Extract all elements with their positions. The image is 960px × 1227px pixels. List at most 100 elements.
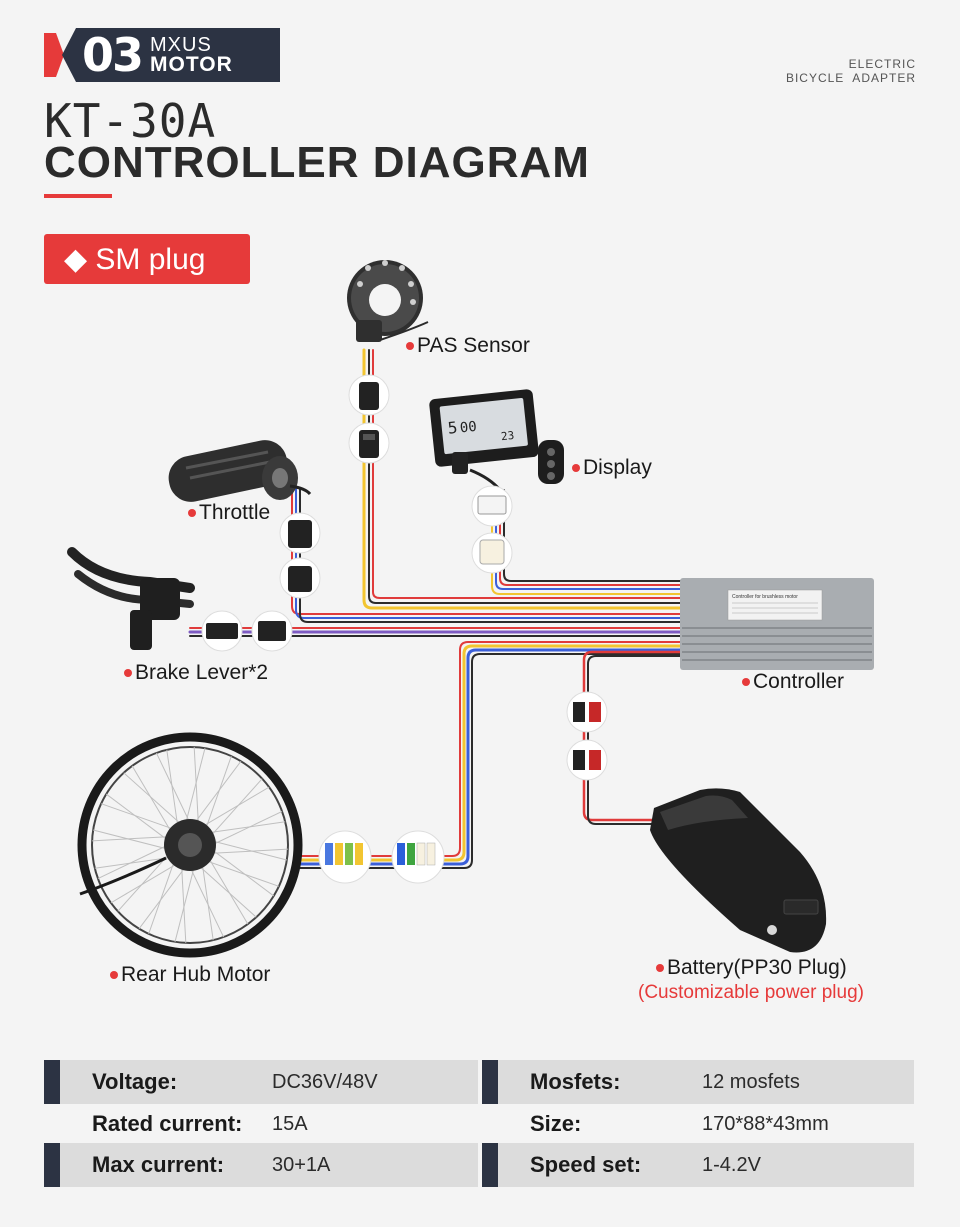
wheel-spoke xyxy=(138,866,187,930)
plug-type-badge: ◆ SM plug xyxy=(44,234,250,284)
throttle-device xyxy=(168,440,312,502)
speed-set-value: 1-4.2V xyxy=(702,1153,761,1176)
wheel-spoke xyxy=(166,749,179,827)
mosfets-label: Mosfets: xyxy=(530,1069,621,1094)
label-dot xyxy=(188,509,196,517)
display-readout-2: 00 xyxy=(459,419,477,437)
label-pas-sensor: PAS Sensor xyxy=(406,334,530,358)
label-dot xyxy=(406,342,414,350)
wheel-spoke xyxy=(93,829,169,850)
spec-row-marker xyxy=(44,1060,60,1104)
pas-connector-male xyxy=(348,374,390,416)
controller-plate-text: Controller for brushless motor xyxy=(732,594,798,600)
spec-row-speed-set: Speed set: 1-4.2V xyxy=(482,1143,914,1187)
tagline-line-2: BICYCLE ADAPTER xyxy=(785,71,916,85)
brand-arrow xyxy=(44,33,64,77)
display-connector-2 xyxy=(471,532,513,574)
brake-connector-2 xyxy=(251,610,293,652)
controller-device: Controller for brushless motor xyxy=(680,578,874,670)
brake-lever-label: Brake Lever*2 xyxy=(135,661,269,684)
display-readout-3: 23 xyxy=(500,429,515,443)
wheel-spoke xyxy=(211,848,275,897)
label-dot xyxy=(572,464,580,472)
label-display: Display xyxy=(572,456,652,480)
brand-line-2: MOTOR xyxy=(150,53,233,76)
label-dot xyxy=(742,678,750,686)
size-label: Size: xyxy=(530,1111,582,1136)
label-controller: Controller xyxy=(742,670,844,694)
battery-note: (Customizable power plug) xyxy=(638,982,864,1003)
label-dot xyxy=(124,669,132,677)
model-name: KT-30A xyxy=(44,94,217,148)
wheel-spoke xyxy=(92,836,170,842)
wheel-spoke xyxy=(193,747,199,825)
rear-hub-motor-label: Rear Hub Motor xyxy=(121,963,271,986)
spec-row-voltage: Voltage: DC36V/48V xyxy=(44,1060,478,1104)
label-rear-hub-motor: Rear Hub Motor xyxy=(110,963,270,987)
wheel-spoke xyxy=(201,786,270,828)
battery-connector-2 xyxy=(566,739,608,781)
wheel-spokes xyxy=(92,747,288,943)
spec-row-marker xyxy=(44,1143,60,1187)
brand-line-1: MXUS xyxy=(150,34,212,56)
spec-row-max-current: Max current: 30+1A xyxy=(44,1143,478,1187)
tagline-line-1: ELECTRIC xyxy=(848,57,916,71)
pas-sensor-device xyxy=(347,260,429,342)
section-number: 03 xyxy=(82,28,144,82)
display-readout-1: 5 xyxy=(447,418,459,438)
pas-connector-female xyxy=(348,422,390,464)
wheel-spoke xyxy=(148,860,175,935)
wheel-spoke xyxy=(185,748,206,824)
title-underline xyxy=(44,194,112,198)
wheel-spoke xyxy=(205,755,232,830)
battery-label: Battery(PP30 Plug) xyxy=(667,956,847,979)
wheel-spoke xyxy=(209,778,263,837)
display-device: 5 00 23 xyxy=(429,389,564,491)
label-dot xyxy=(110,971,118,979)
voltage-label: Voltage: xyxy=(92,1069,178,1094)
throttle-connector-2 xyxy=(279,557,321,599)
spec-row-mosfets: Mosfets: 12 mosfets xyxy=(482,1060,914,1104)
throttle-wire xyxy=(291,487,683,623)
wheel-spoke xyxy=(211,840,287,861)
wheel-spoke xyxy=(100,803,175,830)
voltage-value: DC36V/48V xyxy=(272,1070,378,1093)
spec-row-size: Size: 170*88*43mm xyxy=(482,1102,914,1146)
wheel-spoke xyxy=(131,765,173,834)
rated-current-value: 15A xyxy=(272,1112,308,1135)
label-brake-lever: Brake Lever*2 xyxy=(124,661,268,685)
brake-connector-1 xyxy=(201,610,243,652)
pas-sensor-label: PAS Sensor xyxy=(417,334,530,357)
rear-hub-wheel xyxy=(77,732,303,958)
battery-device xyxy=(650,788,827,953)
wheel-spoke xyxy=(205,860,280,887)
brand-logo: 03 MXUS MOTOR xyxy=(44,28,280,82)
wheel-spoke xyxy=(208,821,286,834)
mosfets-value: 12 mosfets xyxy=(702,1070,800,1093)
wheel-spoke xyxy=(210,848,288,854)
pas-wire xyxy=(362,348,684,610)
wheel-spoke xyxy=(211,810,283,846)
label-dot xyxy=(656,964,664,972)
brake-lever-device xyxy=(67,547,195,650)
wheel-spoke xyxy=(201,863,214,941)
wheel-spoke xyxy=(207,856,249,925)
display-wire xyxy=(491,489,683,595)
wheel-spoke xyxy=(198,864,257,918)
throttle-label: Throttle xyxy=(199,501,271,524)
battery-connector-1 xyxy=(566,691,608,733)
motor-connector-1 xyxy=(318,830,372,884)
brand-box: 03 MXUS MOTOR xyxy=(62,28,280,82)
throttle-connector-1 xyxy=(279,512,321,554)
size-value: 170*88*43mm xyxy=(702,1112,829,1135)
motor-connector-2 xyxy=(391,830,445,884)
wheel-spoke xyxy=(189,866,225,938)
display-connector-1 xyxy=(471,485,513,527)
wheel-spoke xyxy=(110,862,179,904)
max-current-value: 30+1A xyxy=(272,1153,331,1176)
page-title: CONTROLLER DIAGRAM xyxy=(44,138,590,187)
max-current-label: Max current: xyxy=(92,1152,225,1177)
rated-current-label: Rated current: xyxy=(92,1111,243,1136)
controller-label: Controller xyxy=(753,670,845,693)
